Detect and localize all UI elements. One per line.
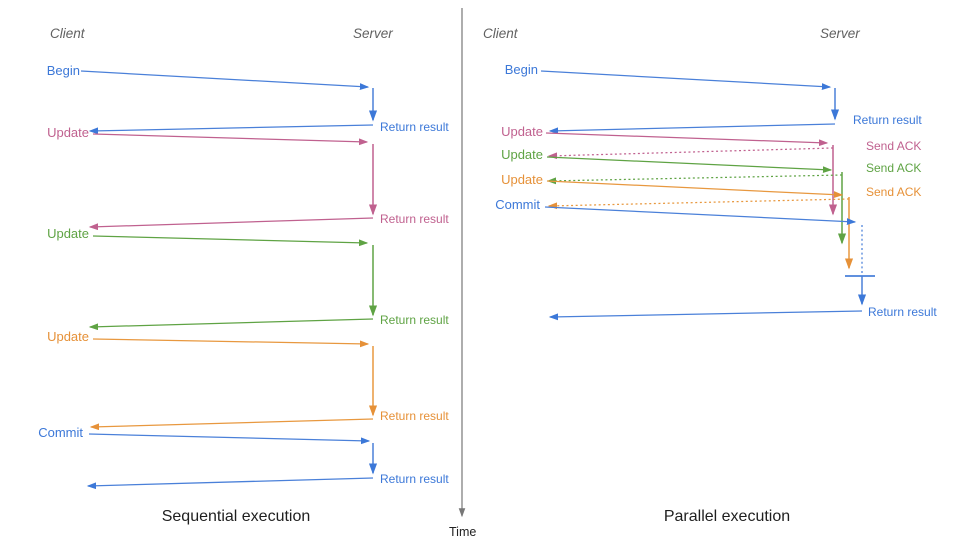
response-arrow bbox=[88, 124, 374, 135]
response-label: Send ACK bbox=[866, 161, 921, 175]
seq-message-update-1: Update Return result bbox=[47, 125, 449, 231]
response-label: Return result bbox=[380, 472, 449, 486]
response-arrow bbox=[86, 477, 374, 490]
request-label: Update bbox=[501, 172, 543, 187]
request-label: Update bbox=[47, 226, 89, 241]
request-arrow bbox=[540, 70, 832, 90]
response-label: Return result bbox=[380, 120, 449, 134]
panel-sequential: Client Server Begin Return result Update… bbox=[38, 26, 449, 525]
response-label: Return result bbox=[380, 212, 449, 226]
time-axis-label: Time bbox=[449, 525, 476, 539]
request-arrow bbox=[92, 235, 369, 247]
client-header: Client bbox=[483, 26, 519, 41]
request-arrow bbox=[92, 338, 370, 348]
request-arrow bbox=[544, 206, 857, 226]
panel-parallel: Client Server Begin Return result Update… bbox=[483, 26, 937, 525]
request-arrow bbox=[546, 180, 844, 199]
ack-arrow-dotted bbox=[547, 198, 850, 210]
panel-title-sequential: Sequential execution bbox=[162, 508, 311, 525]
par-message-update-3: Update Send ACK bbox=[501, 172, 921, 270]
request-arrow bbox=[92, 133, 369, 146]
request-arrow bbox=[80, 70, 370, 90]
response-label: Send ACK bbox=[866, 139, 921, 153]
par-message-update-1: Update Send ACK bbox=[501, 124, 921, 216]
response-arrow bbox=[88, 217, 374, 231]
panel-title-parallel: Parallel execution bbox=[664, 508, 790, 525]
request-label: Update bbox=[501, 124, 543, 139]
seq-message-update-2: Update Return result bbox=[47, 226, 449, 331]
request-label: Begin bbox=[505, 62, 538, 77]
response-arrow bbox=[88, 318, 374, 331]
response-label: Return result bbox=[853, 113, 922, 127]
server-header: Server bbox=[820, 26, 860, 41]
request-label: Update bbox=[47, 125, 89, 140]
par-message-commit: Commit Return result bbox=[495, 197, 937, 321]
ack-arrow-dotted bbox=[546, 174, 843, 185]
request-label: Begin bbox=[47, 63, 80, 78]
seq-message-begin: Begin Return result bbox=[47, 63, 449, 135]
response-label: Return result bbox=[868, 305, 937, 319]
request-arrow bbox=[545, 132, 829, 147]
server-header: Server bbox=[353, 26, 393, 41]
ack-arrow-dotted bbox=[547, 147, 834, 160]
request-label: Update bbox=[47, 329, 89, 344]
request-arrow bbox=[88, 433, 371, 445]
request-arrow bbox=[546, 156, 833, 174]
response-label: Return result bbox=[380, 313, 449, 327]
request-label: Commit bbox=[495, 197, 540, 212]
response-arrow bbox=[548, 123, 836, 135]
seq-message-update-3: Update Return result bbox=[47, 329, 449, 431]
response-arrow bbox=[548, 310, 863, 321]
response-arrow bbox=[89, 418, 374, 431]
response-label: Return result bbox=[380, 409, 449, 423]
request-label: Commit bbox=[38, 425, 83, 440]
par-message-update-2: Update Send ACK bbox=[501, 147, 921, 245]
seq-message-commit: Commit Return result bbox=[38, 425, 449, 490]
par-message-begin: Begin Return result bbox=[505, 62, 922, 135]
response-label: Send ACK bbox=[866, 185, 921, 199]
request-label: Update bbox=[501, 147, 543, 162]
client-header: Client bbox=[50, 26, 86, 41]
time-axis: Time bbox=[449, 8, 476, 539]
